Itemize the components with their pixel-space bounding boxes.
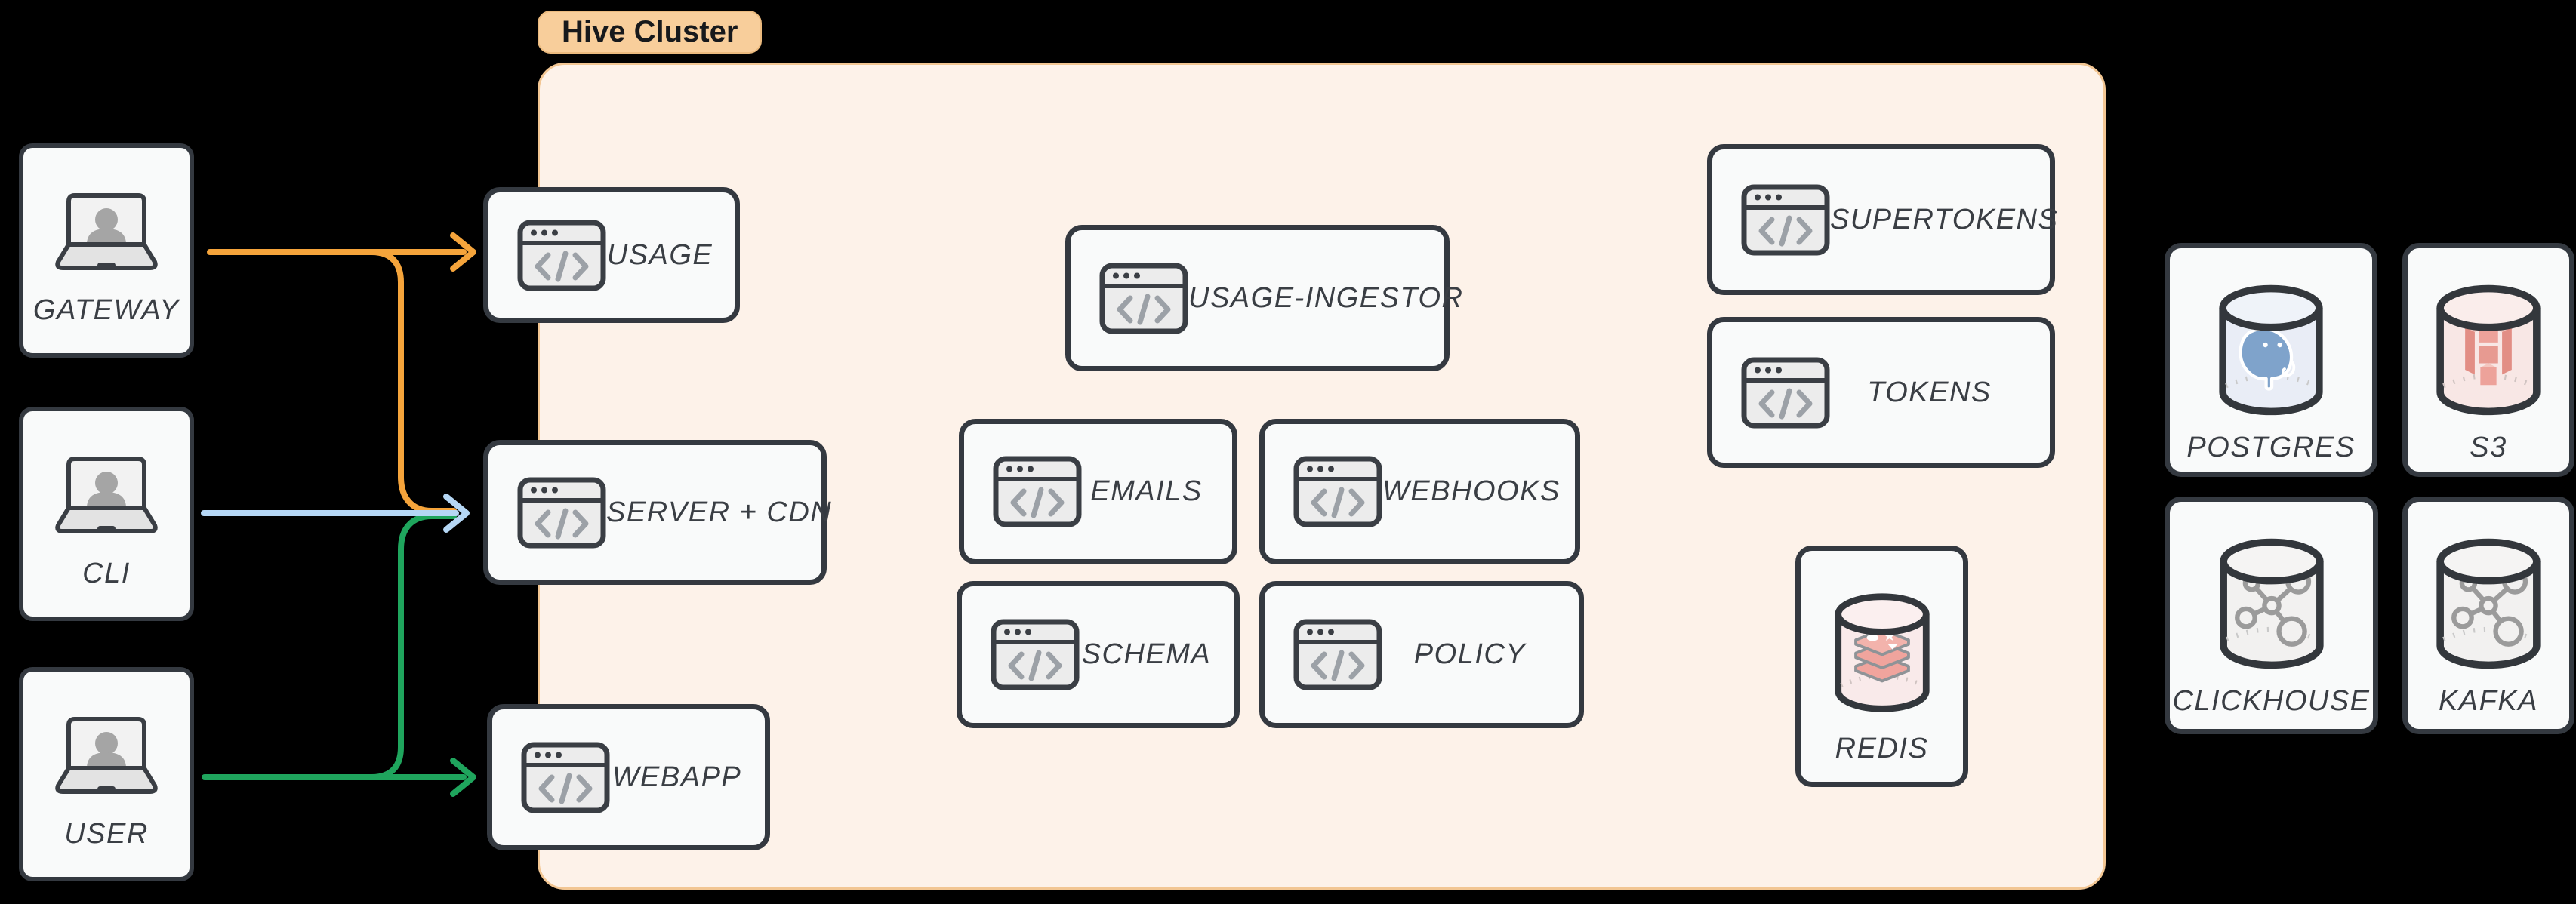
arrowhead-usage [450,232,476,272]
code-window-icon [991,619,1080,690]
service-label: SERVER + CDN [606,496,833,528]
database-label: S3 [2470,432,2507,463]
service-node-usage-ingestor: USAGE-INGESTOR [1065,225,1462,371]
service-label: USAGE [606,238,713,271]
client-node-cli: CLI [19,407,194,621]
code-window-icon [521,742,610,813]
service-label: TOKENS [1867,376,1992,408]
service-label: WEBHOOKS [1382,475,1561,507]
code-window-icon [517,220,606,291]
arrow-user-to-server-cdn [368,513,457,780]
client-label: CLI [82,558,131,589]
service-label: USAGE-INGESTOR [1188,281,1464,314]
code-window-icon [993,456,1082,527]
arrow-gateway-to-server-cdn [368,249,457,514]
database-node-clickhouse: CLICKHOUSE [2165,497,2378,734]
service-label: POLICY [1413,638,1527,670]
code-window-icon [1741,184,1830,256]
redis-cylinder-icon [1827,590,1937,716]
service-node-server-cdn: SERVER + CDN [483,440,831,585]
client-label: USER [64,818,149,850]
hive-cluster-label: Hive Cluster [538,11,763,54]
service-label: WEBAPP [612,761,742,793]
database-node-postgres: POSTGRES [2165,243,2377,477]
code-window-icon [517,477,606,549]
database-label: POSTGRES [2186,432,2356,463]
service-label: SCHEMA [1081,638,1212,670]
service-node-emails: EMAILS [959,419,1237,564]
service-node-webapp: WEBAPP [487,704,770,850]
service-node-tokens: TOKENS [1707,317,2055,468]
service-node-redis: REDIS [1795,546,1968,787]
service-node-usage: USAGE [483,187,740,323]
graph-cylinder-icon [2428,535,2549,673]
arrowhead-server-cdn [443,494,470,533]
service-node-schema: SCHEMA [957,581,1240,728]
database-label: CLICKHOUSE [2172,685,2371,717]
database-node-s3: S3 [2402,243,2574,477]
laptop-user-icon [50,715,163,797]
client-label: GATEWAY [32,294,180,326]
database-node-kafka: KAFKA [2402,497,2574,734]
laptop-user-icon [50,455,163,537]
s3-cylinder-icon [2428,281,2549,420]
postgres-cylinder-icon [2211,281,2331,420]
service-label: EMAILS [1090,475,1203,507]
client-node-user: USER [19,667,194,881]
client-node-gateway: GATEWAY [19,143,194,358]
service-node-supertokens: SUPERTOKENS [1707,144,2059,295]
service-node-policy: POLICY [1259,581,1584,728]
code-window-icon [1293,619,1382,690]
service-label: SUPERTOKENS [1830,203,2059,235]
service-node-webhooks: WEBHOOKS [1259,419,1580,564]
arrowhead-webapp [450,758,476,797]
code-window-icon [1293,456,1382,527]
laptop-user-icon [50,192,163,273]
database-label: KAFKA [2438,685,2539,717]
graph-cylinder-icon [2211,535,2332,673]
service-label: REDIS [1835,733,1929,764]
code-window-icon [1099,263,1188,334]
code-window-icon [1741,357,1830,429]
